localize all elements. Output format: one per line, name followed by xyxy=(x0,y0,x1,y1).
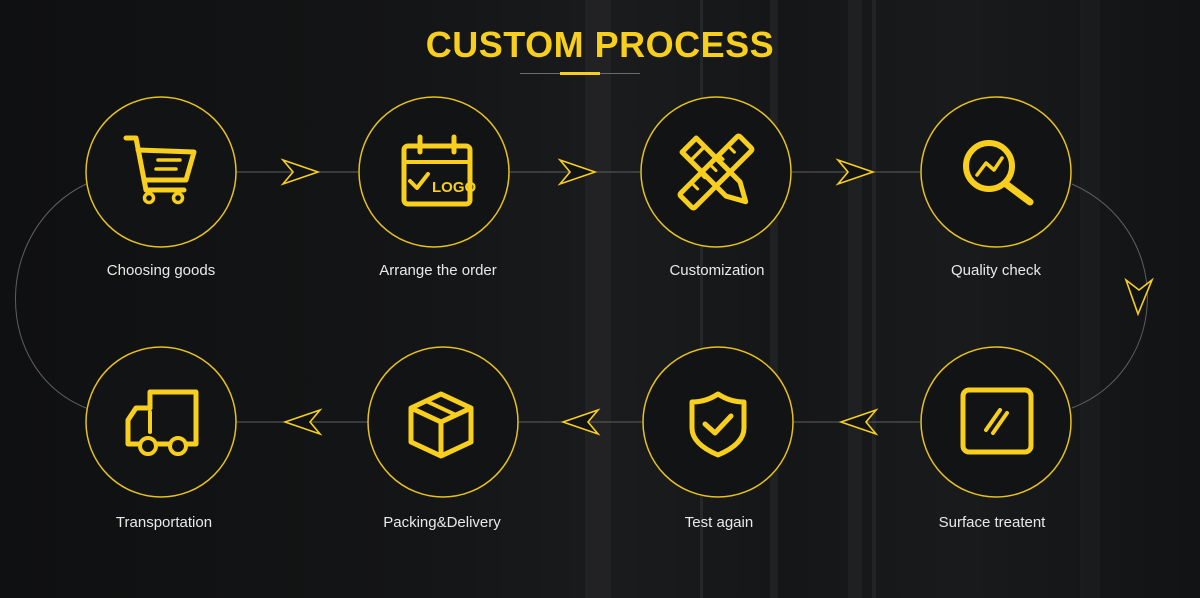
step-circle xyxy=(85,96,237,248)
bg-stripe xyxy=(770,0,778,598)
step-circle xyxy=(920,346,1072,498)
step-label: Transportation xyxy=(115,514,213,531)
step-label: Quality check xyxy=(950,262,1042,279)
step-label: Surface treatent xyxy=(938,514,1046,531)
step-label: Arrange the order xyxy=(379,262,497,279)
loop-left xyxy=(15,183,87,409)
step-circle xyxy=(642,346,794,498)
bg-stripe xyxy=(585,0,611,598)
step-label: Packing&Delivery xyxy=(383,514,501,531)
svg-text:LOGO: LOGO xyxy=(432,179,476,196)
loop-right xyxy=(1071,183,1148,409)
step-circle xyxy=(920,96,1072,248)
arrow-left-icon xyxy=(282,408,323,436)
shield-check-icon xyxy=(689,391,747,458)
pencil-ruler-icon xyxy=(677,133,755,211)
arrow-right-icon xyxy=(557,158,598,186)
bg-stripe xyxy=(700,0,703,598)
bg-stripe xyxy=(872,0,876,598)
magnifier-chart-icon xyxy=(963,140,1034,206)
surface-panel-icon xyxy=(960,387,1034,455)
step-label: Customization xyxy=(669,262,765,279)
step-label: Choosing goods xyxy=(106,262,216,279)
step-circle xyxy=(358,96,510,248)
shopping-cart-icon xyxy=(123,135,197,205)
arrow-right-icon xyxy=(280,158,321,186)
truck-icon xyxy=(125,389,199,456)
calendar-logo-icon: LOGO xyxy=(401,134,476,207)
box-icon xyxy=(408,391,474,459)
arrow-left-icon xyxy=(838,408,879,436)
step-label: Test again xyxy=(684,514,754,531)
title-accent-bar xyxy=(560,72,600,75)
arrow-down-icon xyxy=(1124,277,1154,317)
page-title: CUSTOM PROCESS xyxy=(425,24,775,65)
arrow-right-icon xyxy=(835,158,876,186)
step-circle xyxy=(85,346,237,498)
arrow-left-icon xyxy=(560,408,601,436)
